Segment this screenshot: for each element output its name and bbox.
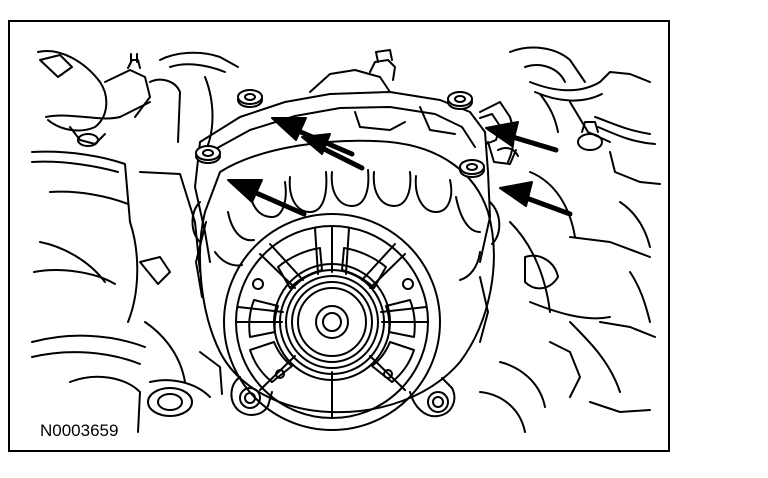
engine-background-right	[479, 46, 661, 433]
callout-arrow-2	[227, 179, 307, 217]
bolt-mid-right	[459, 159, 485, 178]
generator-body	[191, 139, 501, 431]
bolt-mid-left	[195, 145, 221, 164]
figure-frame: N0003659	[8, 20, 670, 452]
bolt-upper-right	[447, 91, 473, 110]
bolt-upper-left	[237, 89, 263, 108]
engine-background-left	[31, 50, 239, 433]
callout-arrow-3	[485, 121, 559, 153]
callout-arrow-5	[301, 133, 365, 171]
figure-reference-code: N0003659	[38, 421, 121, 441]
generator-illustration	[31, 46, 661, 433]
callout-arrow-4	[499, 181, 573, 217]
